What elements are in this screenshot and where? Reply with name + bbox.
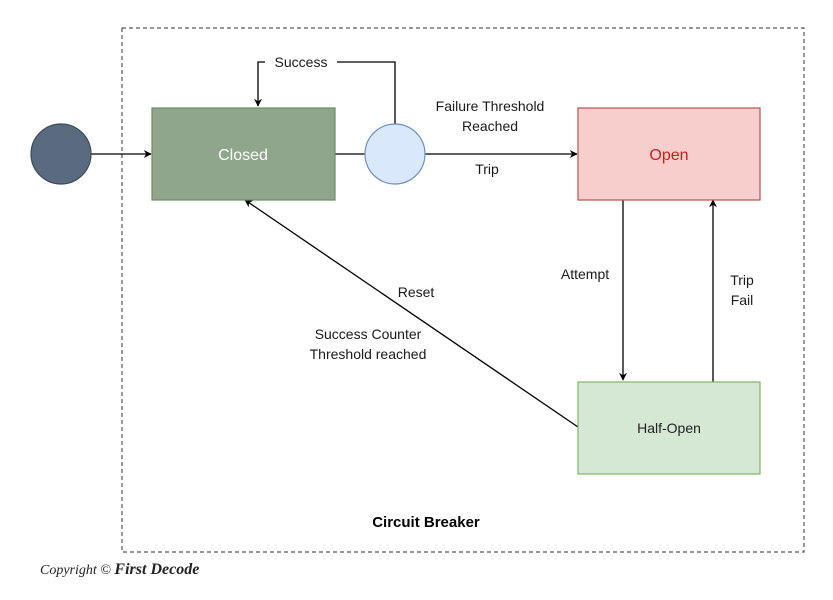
decision-node xyxy=(364,123,426,185)
label-attempt: Attempt xyxy=(561,266,609,282)
edge-reset xyxy=(244,199,579,428)
label-trip-fail-trip: Trip xyxy=(730,272,754,288)
state-half-open-label: Half-Open xyxy=(637,420,701,436)
label-reset: Reset xyxy=(398,284,435,300)
copyright-notice: Copyright © First Decode xyxy=(40,561,199,579)
copyright-prefix: Copyright © xyxy=(40,563,111,578)
copyright-brand: First Decode xyxy=(114,561,200,578)
initial-node xyxy=(30,123,92,185)
state-open-label: Open xyxy=(649,147,688,164)
label-trip-fail-fail: Fail xyxy=(731,292,754,308)
state-closed-label: Closed xyxy=(218,147,268,164)
label-failure-reached: Reached xyxy=(462,118,518,134)
diagram-title: Circuit Breaker xyxy=(372,514,480,531)
state-open xyxy=(577,107,761,201)
label-threshold-reached: Threshold reached xyxy=(310,346,427,362)
state-closed xyxy=(151,107,336,201)
label-trip: Trip xyxy=(475,161,499,177)
label-failure-threshold: Failure Threshold xyxy=(436,98,545,114)
label-success-counter: Success Counter xyxy=(315,326,422,342)
state-half-open xyxy=(577,381,761,475)
circuit-breaker-container xyxy=(121,27,805,553)
label-success: Success xyxy=(275,54,328,70)
success-label-bg xyxy=(265,54,337,70)
